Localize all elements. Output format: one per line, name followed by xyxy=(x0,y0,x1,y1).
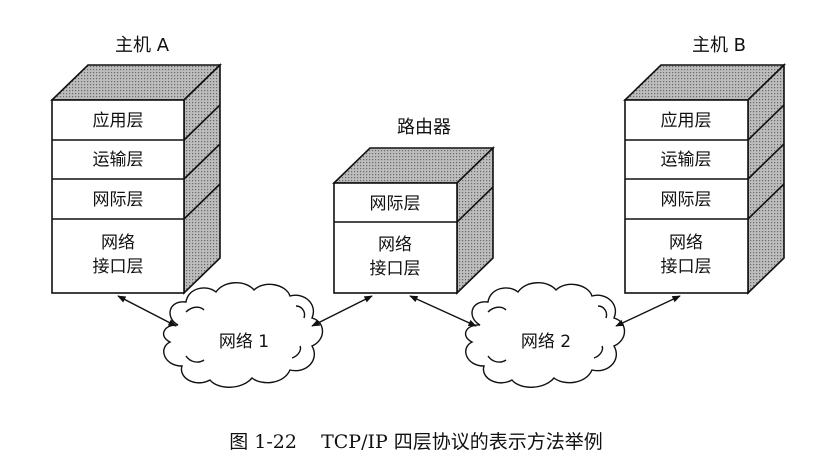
network-1-cloud: 网络 1 xyxy=(162,282,324,388)
links xyxy=(117,295,681,327)
host-a: 主机 A 应用层 运输层 网际层 网络 接口层 xyxy=(50,35,222,295)
router-link-layer-line1: 网络 xyxy=(378,235,412,255)
figure-caption: 图 1-22 TCP/IP 四层协议的表示方法举例 xyxy=(229,431,603,453)
host-a-internet-layer: 网际层 xyxy=(93,190,144,210)
host-b-application-layer: 应用层 xyxy=(661,111,712,131)
host-a-title: 主机 A xyxy=(115,35,170,56)
host-b-transport-layer: 运输层 xyxy=(661,150,712,170)
router-front xyxy=(333,182,458,294)
host-b: 主机 B 应用层 运输层 网际层 网络 接口层 xyxy=(623,35,786,295)
host-a-transport-layer: 运输层 xyxy=(93,150,144,170)
host-b-link-layer-line1: 网络 xyxy=(669,233,703,253)
router: 路由器 网际层 网络 接口层 xyxy=(332,117,495,295)
router-link-layer-line2: 接口层 xyxy=(370,259,421,279)
host-b-side-face xyxy=(747,63,785,295)
network-1-label: 网络 1 xyxy=(219,332,269,352)
link-net2-host-b xyxy=(615,295,681,327)
host-b-link-layer-line2: 接口层 xyxy=(661,257,712,277)
host-a-side-face xyxy=(183,63,221,295)
host-b-title: 主机 B xyxy=(692,35,746,56)
host-a-link-layer-line1: 网络 xyxy=(101,233,135,253)
link-net1-router xyxy=(311,295,373,327)
network-2-cloud: 网络 2 xyxy=(464,282,626,388)
link-host-a-net1 xyxy=(117,295,177,327)
host-a-application-layer: 应用层 xyxy=(93,111,144,131)
host-b-internet-layer: 网际层 xyxy=(661,190,712,210)
host-b-front xyxy=(624,99,749,294)
host-a-front xyxy=(51,99,185,294)
router-internet-layer: 网际层 xyxy=(370,194,421,214)
router-title: 路由器 xyxy=(397,117,451,138)
host-a-link-layer-line2: 接口层 xyxy=(93,257,144,277)
link-router-net2 xyxy=(409,295,477,327)
network-2-label: 网络 2 xyxy=(521,332,571,352)
